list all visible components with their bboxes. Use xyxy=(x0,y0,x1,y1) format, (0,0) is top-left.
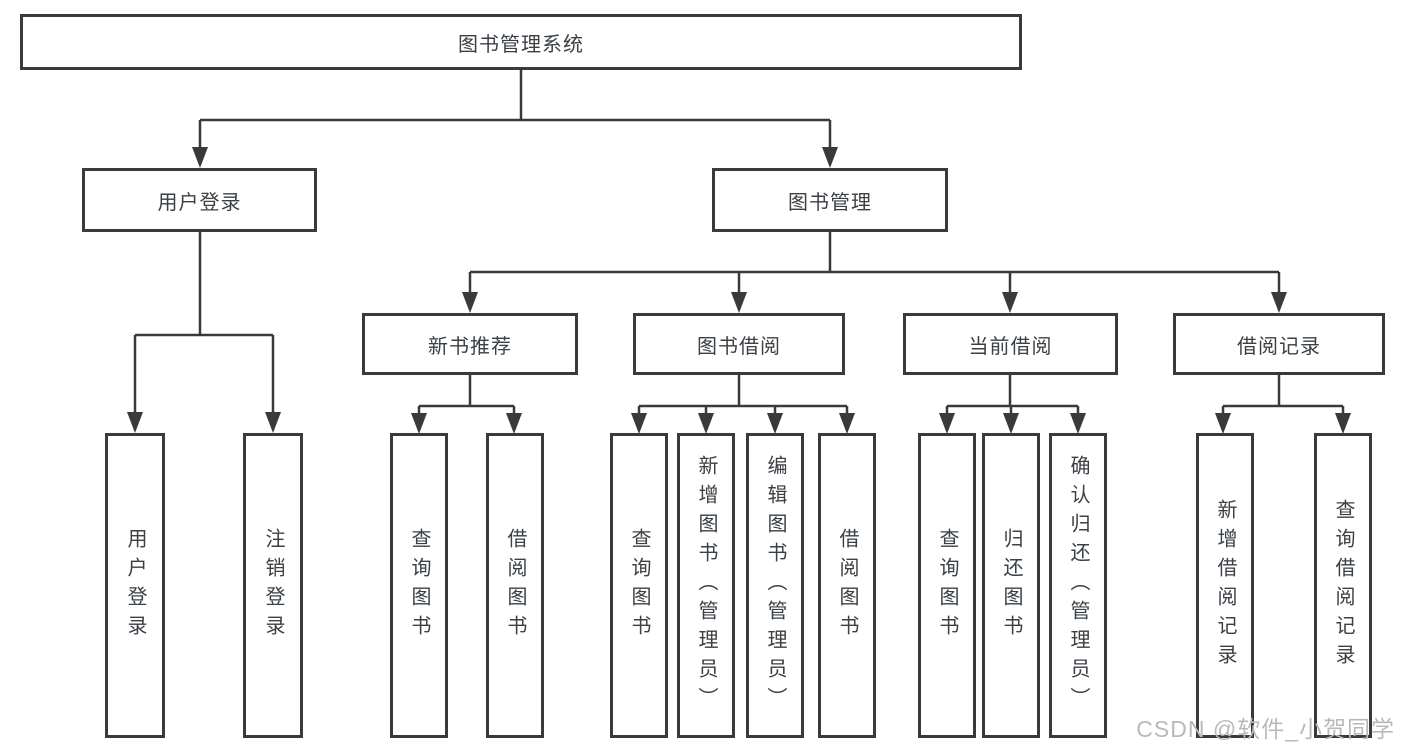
csdn-watermark: CSDN @软件_小贺同学 xyxy=(1136,716,1395,742)
leaf-add-borrow-record: 新增借阅记录 xyxy=(1196,433,1254,738)
node-label: 新增图书（管理员） xyxy=(695,455,717,716)
node-current-borrowing: 当前借阅 xyxy=(903,313,1118,375)
node-label: 借阅记录 xyxy=(1237,335,1321,358)
node-label: 图书借阅 xyxy=(697,335,781,358)
node-label: 借阅图书 xyxy=(836,527,858,644)
leaf-logout: 注销登录 xyxy=(243,433,303,738)
node-new-book-recommendation: 新书推荐 xyxy=(362,313,578,375)
node-label: 归还图书 xyxy=(1000,527,1022,644)
node-label: 图书管理系统 xyxy=(458,33,584,56)
node-label: 查询图书 xyxy=(936,527,958,644)
leaf-borrow-books-borrowing: 借阅图书 xyxy=(818,433,876,738)
leaf-borrow-books-recommend: 借阅图书 xyxy=(486,433,544,738)
node-label: 注销登录 xyxy=(262,527,284,644)
node-label: 图书管理 xyxy=(788,191,872,214)
leaf-user-login: 用户登录 xyxy=(105,433,165,738)
node-label: 用户登录 xyxy=(157,191,242,214)
node-book-management-branch: 图书管理 xyxy=(712,168,948,232)
node-label: 确认归还（管理员） xyxy=(1067,455,1089,716)
leaf-query-books-recommend: 查询图书 xyxy=(390,433,448,738)
leaf-edit-book-admin: 编辑图书（管理员） xyxy=(746,433,804,738)
leaf-add-book-admin: 新增图书（管理员） xyxy=(677,433,735,738)
node-label: 查询图书 xyxy=(408,527,430,644)
node-label: 新书推荐 xyxy=(428,335,512,358)
node-label: 查询图书 xyxy=(628,527,650,644)
leaf-confirm-return-admin: 确认归还（管理员） xyxy=(1049,433,1107,738)
leaf-query-books-current: 查询图书 xyxy=(918,433,976,738)
node-label: 用户登录 xyxy=(124,527,146,644)
leaf-query-books-borrowing: 查询图书 xyxy=(610,433,668,738)
node-label: 借阅图书 xyxy=(504,527,526,644)
node-label: 查询借阅记录 xyxy=(1332,498,1354,673)
node-label: 新增借阅记录 xyxy=(1214,498,1236,673)
leaf-return-book: 归还图书 xyxy=(982,433,1040,738)
leaf-query-borrow-record: 查询借阅记录 xyxy=(1314,433,1372,738)
node-library-management-system: 图书管理系统 xyxy=(20,14,1022,70)
node-label: 编辑图书（管理员） xyxy=(764,455,786,716)
node-book-borrowing: 图书借阅 xyxy=(633,313,845,375)
node-user-login-branch: 用户登录 xyxy=(82,168,317,232)
node-borrowing-records: 借阅记录 xyxy=(1173,313,1385,375)
node-label: 当前借阅 xyxy=(968,335,1053,358)
